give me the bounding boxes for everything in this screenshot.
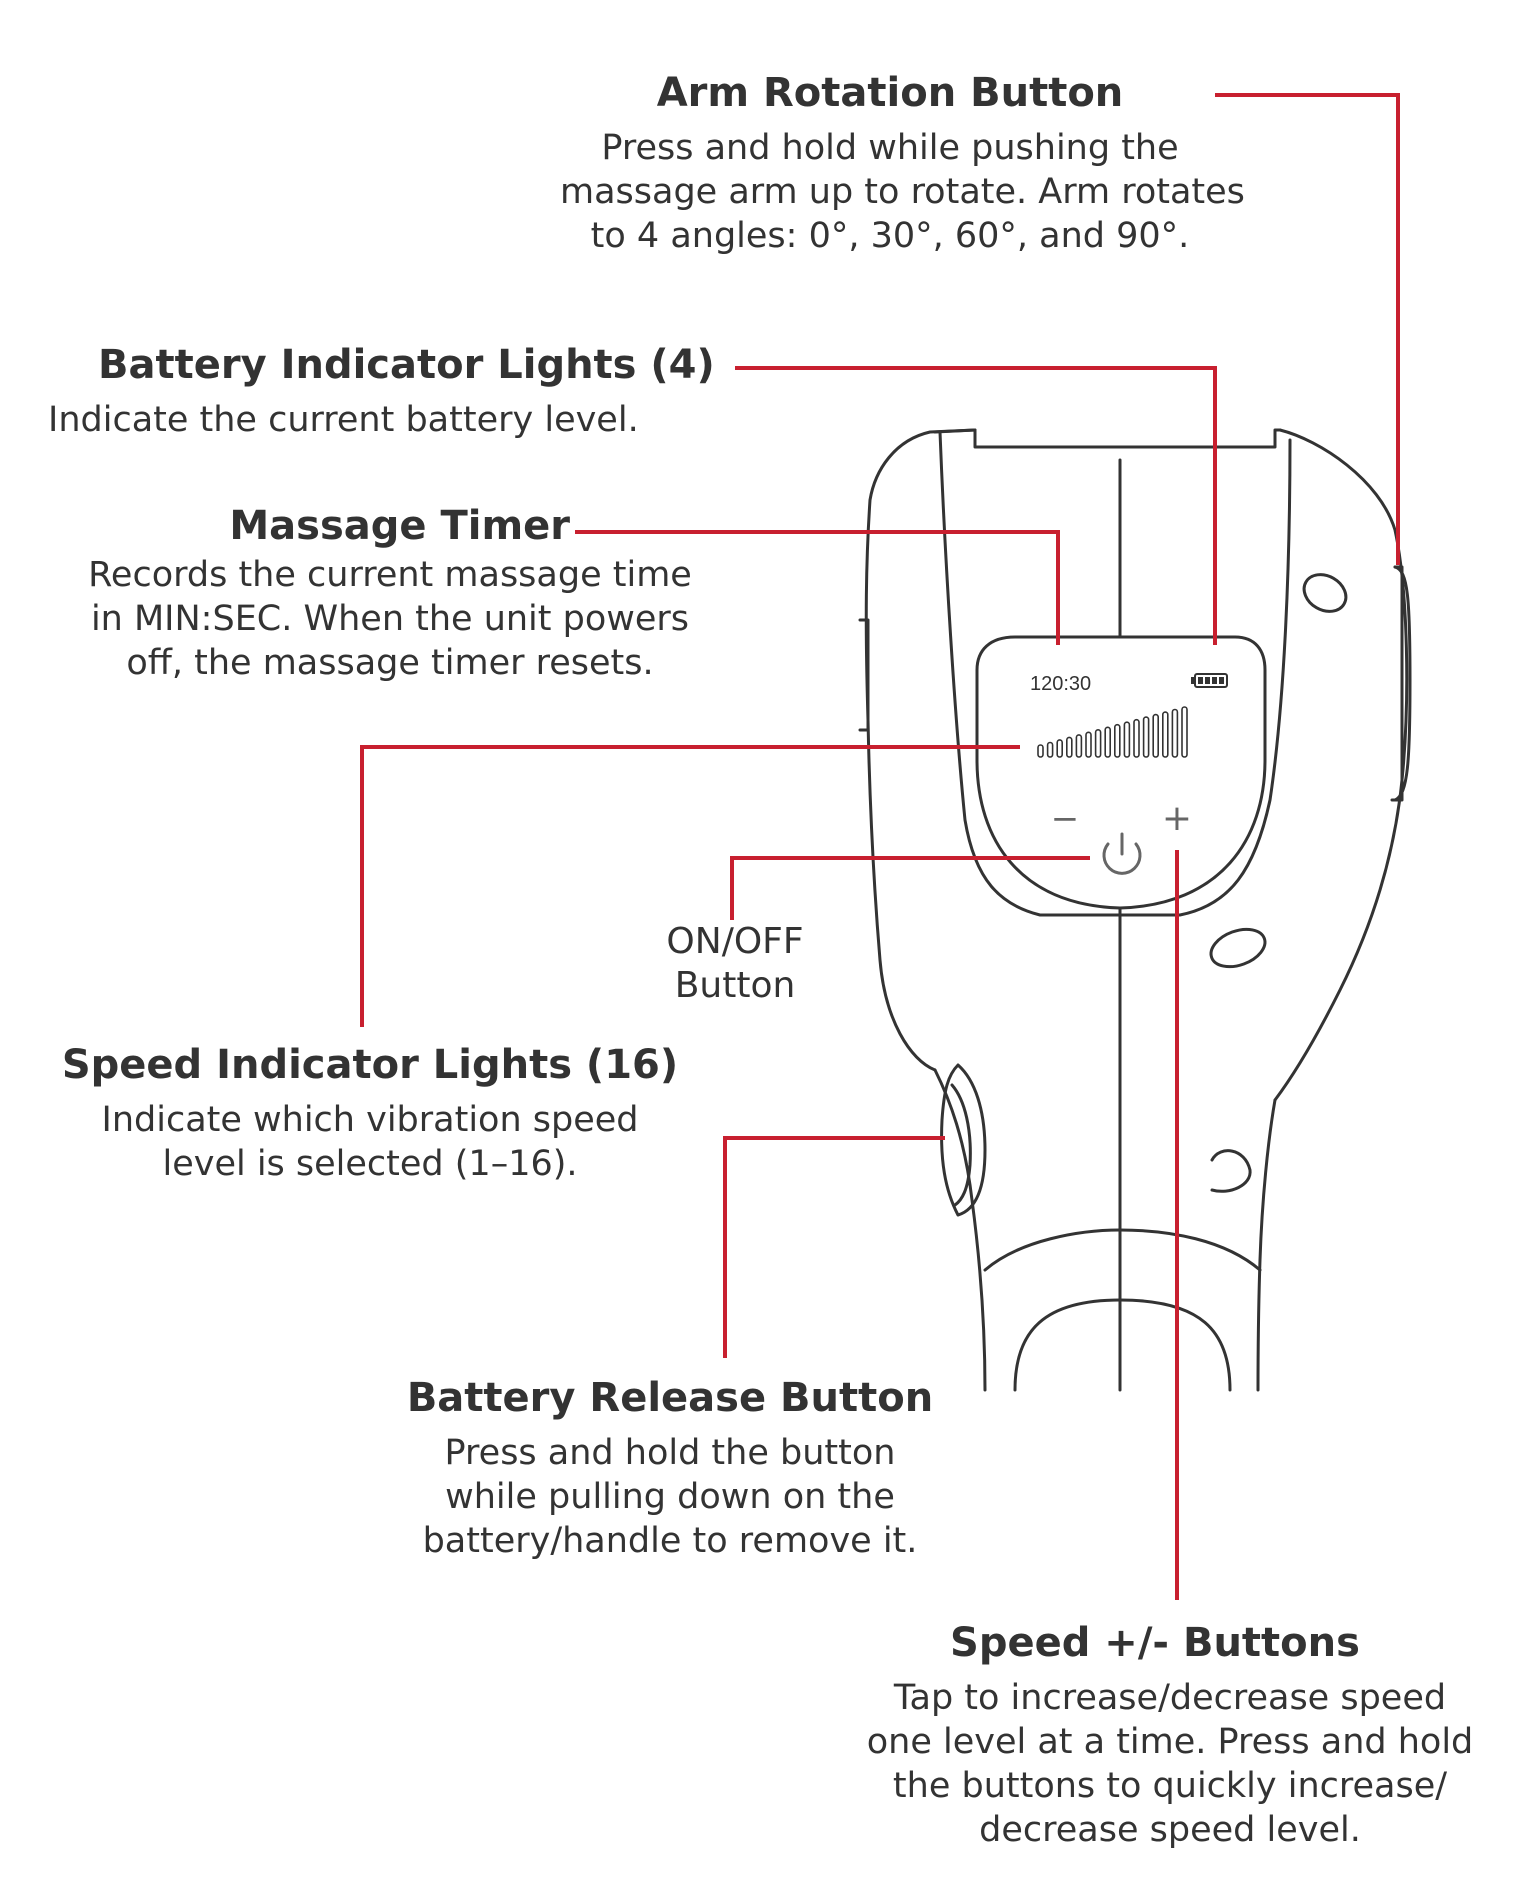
handle-left (933, 1068, 987, 1392)
hole-upper (1302, 573, 1348, 613)
massage-timer-desc: Records the current massage time in MIN:… (88, 555, 692, 683)
speed-indicator-title: Speed Indicator Lights (16) (61, 1042, 679, 1088)
speed-buttons-desc: Tap to increase/decrease speed one level… (866, 1678, 1474, 1850)
speed-bar (1075, 734, 1083, 758)
speed-bar (1037, 744, 1044, 758)
massage-timer-title: Massage Timer (229, 503, 570, 549)
speed-bar (1094, 728, 1102, 758)
arm-rotation-title: Arm Rotation Button (656, 70, 1124, 116)
arm-rotation-desc: Press and hold while pushing the massage… (560, 128, 1245, 256)
device-body (858, 428, 1412, 1392)
power-icon[interactable] (1102, 832, 1142, 875)
battery-indicator-desc: Indicate the current battery level. (48, 400, 639, 440)
callout-massage-timer: Massage Timer Records the current massag… (70, 503, 710, 685)
handle-right (1256, 1098, 1277, 1392)
leader-arm-rotation (1215, 93, 1400, 565)
callout-arm-rotation: Arm Rotation Button Press and hold while… (560, 70, 1245, 258)
battery-release-title: Battery Release Button (406, 1375, 934, 1421)
speed-buttons-title: Speed +/- Buttons (950, 1620, 1360, 1666)
speed-minus-button[interactable]: − (1051, 799, 1080, 839)
head-outer-right (1273, 428, 1409, 1102)
battery-cell (1205, 677, 1210, 684)
callout-speed-buttons: Speed +/- Buttons Tap to increase/decrea… (850, 1620, 1490, 1852)
battery-icon (1191, 673, 1228, 688)
speed-indicator-lights (1037, 706, 1188, 758)
on-off-title-line-2: Button (674, 965, 796, 1006)
leader-massage-timer (575, 530, 1060, 645)
speed-bar (1123, 721, 1131, 758)
speed-bar (1133, 718, 1140, 758)
leader-speed-indicator (360, 745, 1020, 1027)
speed-bar (1104, 726, 1111, 758)
head-inner (938, 430, 1292, 917)
battery-indicator-title: Battery Indicator Lights (4) (98, 342, 715, 388)
battery-cell (1212, 677, 1217, 684)
side-strip (858, 618, 870, 732)
battery-cell (1219, 677, 1224, 684)
speed-bar (1066, 736, 1073, 758)
battery-release-desc: Press and hold the button while pulling … (422, 1433, 918, 1561)
arm-rotation-button-shape (1390, 565, 1404, 802)
speed-bar (1181, 706, 1188, 758)
speed-bar (1171, 708, 1179, 758)
battery-cell (1198, 677, 1203, 684)
leader-lines (360, 93, 1400, 1600)
on-off-title-line-1: ON/OFF (666, 921, 804, 962)
speed-bar (1046, 741, 1054, 758)
battery-release-shape (940, 1063, 987, 1217)
leader-battery-indicator (735, 366, 1217, 645)
timer-display: 120:30 (1030, 673, 1091, 695)
speed-bar (1152, 713, 1159, 758)
callout-battery-indicator: Battery Indicator Lights (4) Indicate th… (48, 342, 715, 442)
speed-plus-button[interactable]: + (1162, 798, 1192, 839)
hole-lower (1210, 1149, 1252, 1193)
head-top (933, 428, 1282, 449)
callout-speed-indicator: Speed Indicator Lights (16) Indicate whi… (60, 1042, 680, 1186)
speed-bar (1142, 716, 1150, 758)
callout-on-off: ON/OFF Button (630, 920, 840, 1008)
hole-middle (1209, 927, 1267, 969)
speed-bar (1056, 739, 1063, 758)
speed-indicator-desc: Indicate which vibration speed level is … (101, 1100, 639, 1184)
leader-on-off (730, 856, 1090, 920)
screen-panel (975, 635, 1267, 910)
speed-bar (1114, 723, 1121, 758)
handle-band (983, 1228, 1262, 1272)
leader-battery-release (723, 1136, 945, 1358)
speed-bar (1085, 731, 1092, 758)
speed-bar (1162, 711, 1169, 758)
callout-battery-release: Battery Release Button Press and hold th… (400, 1375, 940, 1563)
